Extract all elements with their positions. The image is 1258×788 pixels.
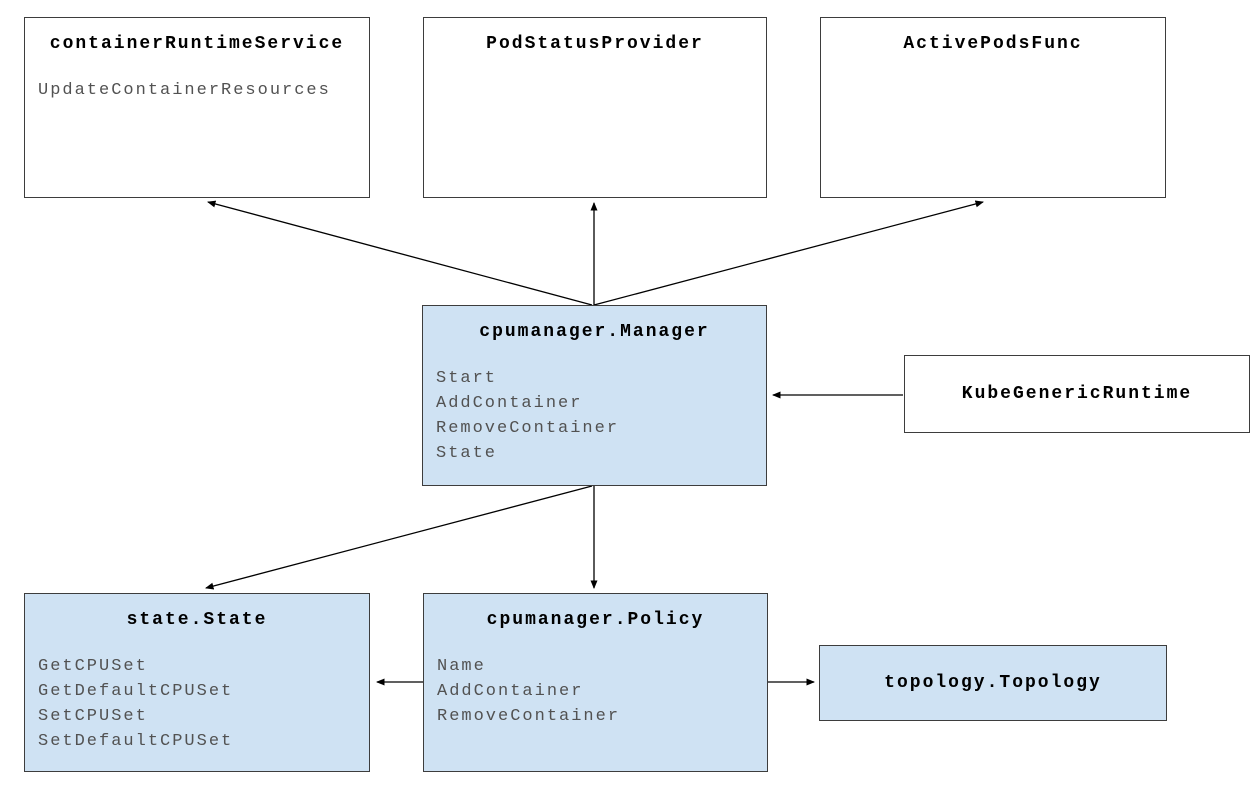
- node-title: containerRuntimeService: [49, 34, 345, 54]
- node-cpumanager-manager: cpumanager.Manager Start AddContainer Re…: [422, 305, 767, 486]
- method-label: AddContainer: [436, 394, 583, 413]
- node-cpumanager-policy: cpumanager.Policy Name AddContainer Remo…: [423, 593, 768, 772]
- node-kube-generic-runtime: KubeGenericRuntime: [904, 355, 1250, 433]
- method-list: Name AddContainer RemoveContainer: [424, 654, 767, 729]
- method-list: UpdateContainerResources: [25, 78, 369, 103]
- method-label: UpdateContainerResources: [38, 81, 331, 100]
- arrow-manager-to-state-state: [205, 485, 593, 590]
- method-label: RemoveContainer: [437, 707, 621, 726]
- method-label: RemoveContainer: [436, 419, 620, 438]
- node-title: cpumanager.Manager: [479, 322, 710, 342]
- node-topology-topology: topology.Topology: [819, 645, 1167, 721]
- node-title: cpumanager.Policy: [486, 610, 705, 630]
- method-label: SetCPUSet: [38, 707, 148, 726]
- method-label: State: [436, 444, 498, 463]
- arrow-manager-to-container-runtime-service: [207, 200, 593, 306]
- method-list: Start AddContainer RemoveContainer State: [423, 366, 766, 466]
- method-label: GetDefaultCPUSet: [38, 682, 234, 701]
- node-title: state.State: [126, 610, 268, 630]
- method-list: GetCPUSet GetDefaultCPUSet SetCPUSet Set…: [25, 654, 369, 754]
- method-label: Start: [436, 369, 498, 388]
- node-title: ActivePodsFunc: [903, 34, 1083, 54]
- method-label: SetDefaultCPUSet: [38, 732, 234, 751]
- method-label: AddContainer: [437, 682, 584, 701]
- arrow-manager-to-active-pods-func: [593, 200, 984, 306]
- node-title: KubeGenericRuntime: [961, 384, 1193, 404]
- method-label: Name: [437, 657, 486, 676]
- node-container-runtime-service: containerRuntimeService UpdateContainerR…: [24, 17, 370, 198]
- node-title: topology.Topology: [884, 673, 1102, 693]
- method-label: GetCPUSet: [38, 657, 148, 676]
- node-title: PodStatusProvider: [486, 34, 704, 54]
- node-pod-status-provider: PodStatusProvider: [423, 17, 767, 198]
- node-active-pods-func: ActivePodsFunc: [820, 17, 1166, 198]
- node-state-state: state.State GetCPUSet GetDefaultCPUSet S…: [24, 593, 370, 772]
